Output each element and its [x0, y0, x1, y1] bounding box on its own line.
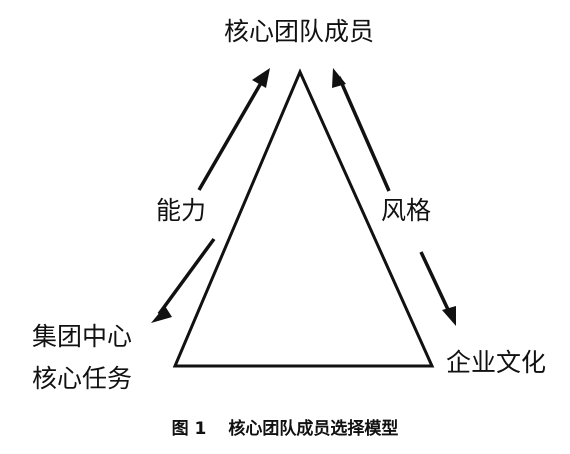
- ability-arrow-up: [197, 75, 267, 191]
- node-group-center-line1: 集团中心: [32, 322, 133, 351]
- figure-title: 核心团队成员选择模型: [228, 419, 399, 439]
- style-arrowhead-down: [442, 306, 456, 326]
- edge-label-ability: 能力: [156, 196, 207, 225]
- ability-arrowhead-up: [252, 68, 270, 88]
- node-core-team-members: 核心团队成员: [224, 17, 375, 46]
- edge-label-style: 风格: [381, 196, 432, 225]
- figure-caption: 图 1 核心团队成员选择模型: [0, 418, 570, 440]
- model-triangle: [172, 68, 435, 368]
- style-arrow-up: [337, 76, 391, 192]
- figure-number: 图 1: [171, 419, 207, 439]
- ability-arrowhead-down: [151, 306, 172, 323]
- style-arrow-down: [419, 251, 453, 317]
- node-corporate-culture: 企业文化: [446, 348, 547, 377]
- style-arrowhead-up: [332, 68, 346, 88]
- node-group-center-line2: 核心任务: [32, 364, 133, 393]
- ability-arrow-down: [157, 237, 216, 316]
